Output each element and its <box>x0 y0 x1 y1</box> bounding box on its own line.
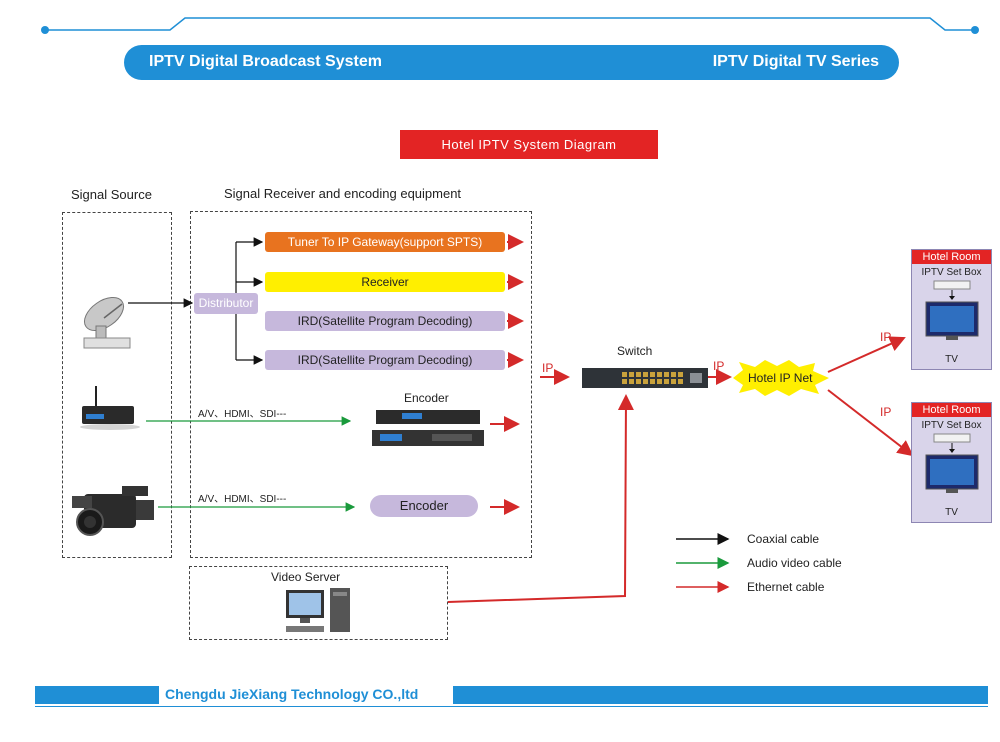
footer-bar-right <box>453 686 988 704</box>
ird-node-2: IRD(Satellite Program Decoding) <box>265 350 505 370</box>
ird-node-1: IRD(Satellite Program Decoding) <box>265 311 505 331</box>
receiver-encoding-label: Signal Receiver and encoding equipment <box>224 186 462 201</box>
encoder-top-label: Encoder <box>404 391 449 405</box>
hotel-room-1: Hotel Room IPTV Set Box TV <box>911 249 992 370</box>
hotel-room-1-tv-icon <box>925 280 979 340</box>
hotel-ip-net-burst <box>733 360 829 396</box>
legend-coaxial: Coaxial cable <box>747 532 820 546</box>
encoder-rack-icon <box>372 410 484 446</box>
footer-bar-left <box>35 686 159 704</box>
av-cable-label-2: A/V、HDMI、SDI--- <box>198 494 287 505</box>
legend-audio-video: Audio video cable <box>747 556 842 570</box>
hotel-room-2-tv-label: TV <box>945 507 958 518</box>
ip-label-1: IP <box>542 361 554 375</box>
receiver-encoding-box <box>190 211 532 558</box>
media-box-icon <box>80 386 140 430</box>
top-decor-line <box>41 17 979 34</box>
switch-label: Switch <box>617 344 653 358</box>
ip-label-4: IP <box>880 405 892 419</box>
ip-label-2: IP <box>713 359 725 373</box>
hotel-room-1-stb-label: IPTV Set Box <box>921 267 982 278</box>
legend-ethernet: Ethernet cable <box>747 580 825 594</box>
diagram-title: Hotel IPTV System Diagram <box>400 130 658 159</box>
hotel-room-2-tv-icon <box>925 433 979 493</box>
encoder-pill-node: Encoder <box>370 495 478 517</box>
footer-company: Chengdu JieXiang Technology CO.,ltd <box>165 686 419 702</box>
hotel-room-1-title: Hotel Room <box>912 250 991 264</box>
header-left-title: IPTV Digital Broadcast System <box>149 53 382 70</box>
footer-line <box>35 706 988 707</box>
hotel-room-2-title: Hotel Room <box>912 403 991 417</box>
signal-source-label: Signal Source <box>71 187 152 202</box>
satellite-dish-icon <box>83 296 131 349</box>
hotel-room-2: Hotel Room IPTV Set Box TV <box>911 402 992 523</box>
hotel-room-1-tv-label: TV <box>945 354 958 365</box>
ip-label-3: IP <box>880 330 892 344</box>
header-right-title: IPTV Digital TV Series <box>712 53 879 70</box>
signal-source-box <box>62 212 172 558</box>
header-bar: IPTV Digital Broadcast System IPTV Digit… <box>124 45 899 80</box>
av-cable-label-1: A/V、HDMI、SDI--- <box>198 409 287 420</box>
hotel-ip-net-label: Hotel IP Net <box>748 371 813 385</box>
hotel-room-2-stb-label: IPTV Set Box <box>921 420 982 431</box>
video-server-box <box>189 566 448 640</box>
video-server-label: Video Server <box>271 570 341 584</box>
video-server-computer-icon <box>286 588 350 632</box>
tuner-gateway-node: Tuner To IP Gateway(support SPTS) <box>265 232 505 252</box>
distributor-node: Distributor <box>194 293 258 314</box>
camcorder-icon <box>72 486 154 536</box>
network-switch-icon <box>582 368 708 388</box>
receiver-node: Receiver <box>265 272 505 292</box>
